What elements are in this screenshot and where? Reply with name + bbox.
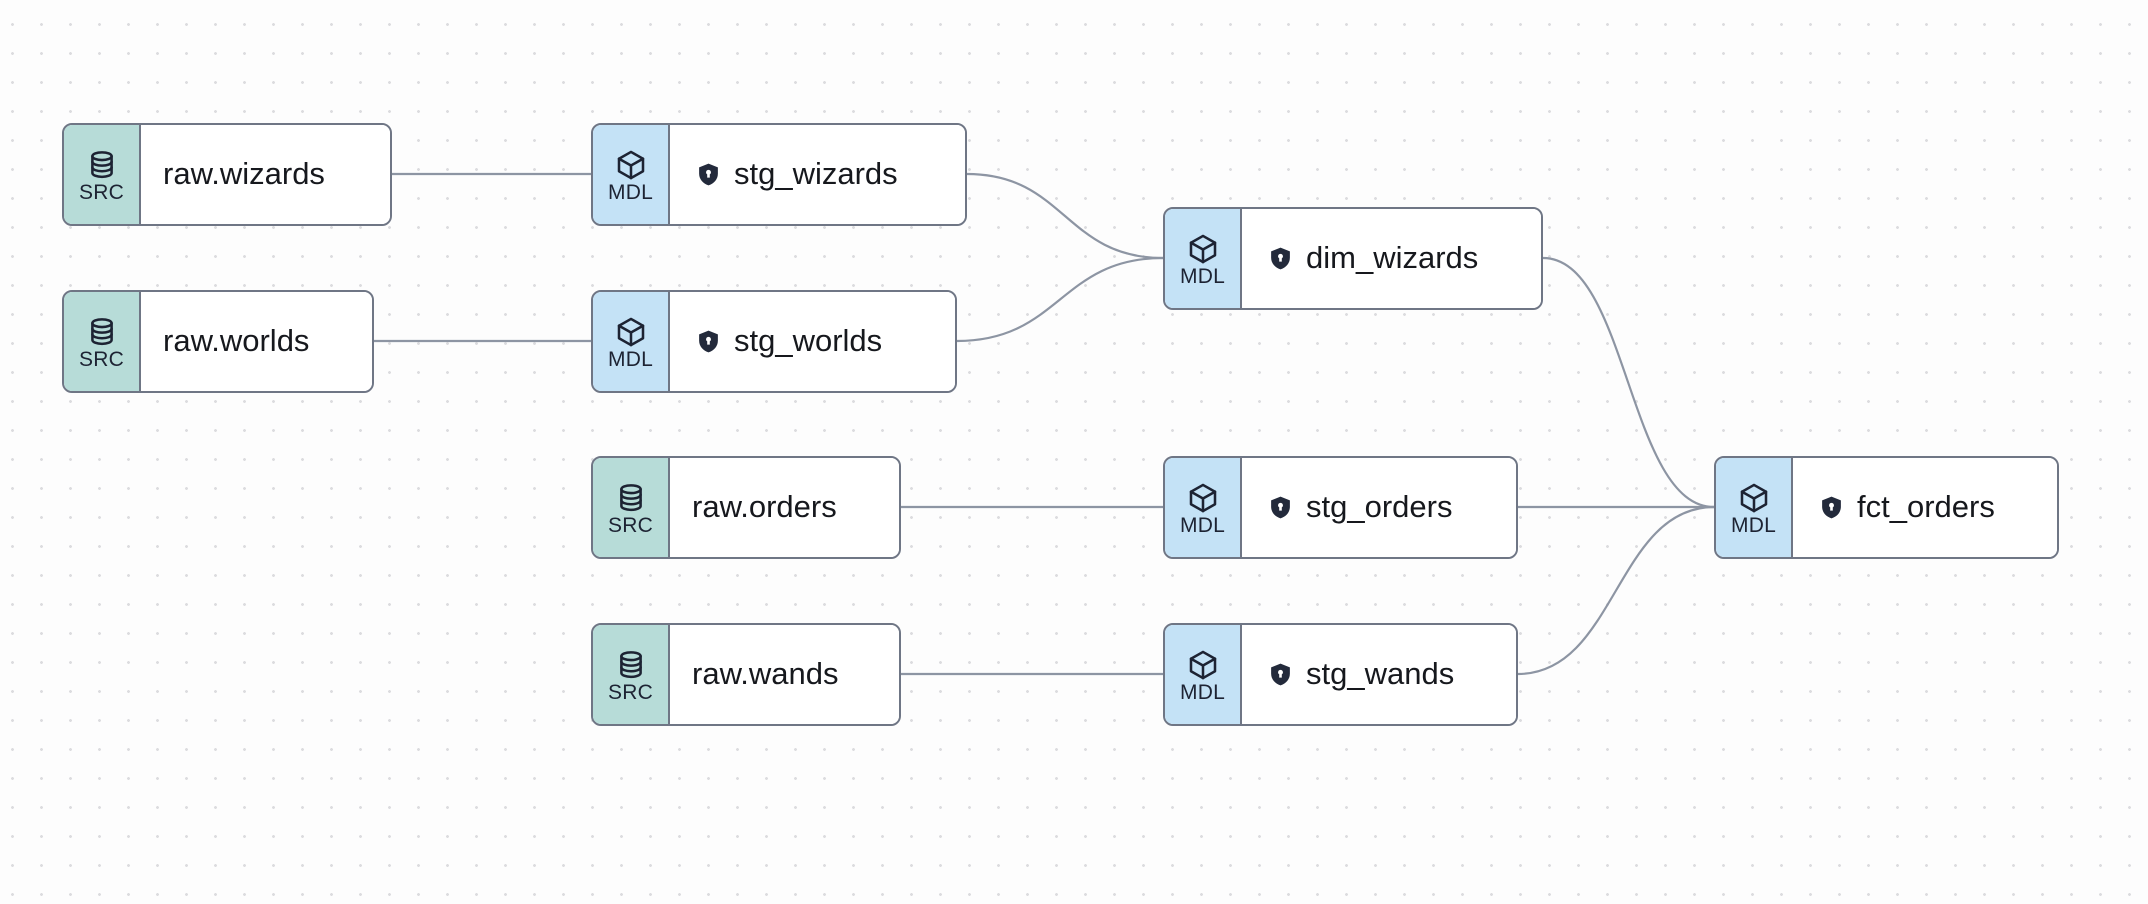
node-label: stg_wands — [1306, 656, 1455, 692]
database-icon — [86, 316, 118, 348]
node-label: raw.worlds — [163, 323, 310, 359]
node-type-label: MDL — [1180, 680, 1225, 704]
node-body-raw-wizards: raw.wizards — [141, 125, 390, 224]
edge-stg-wizards-to-dim-wizards — [965, 172, 1165, 260]
node-body-fct-orders: fct_orders — [1793, 458, 2057, 557]
edge-stg-worlds-to-dim-wizards — [955, 256, 1165, 343]
graph-node-stg-worlds[interactable]: MDL stg_worlds — [591, 290, 957, 393]
node-label: stg_wizards — [734, 156, 898, 192]
node-body-raw-wands: raw.wands — [670, 625, 899, 724]
node-type-badge-stg-wizards: MDL — [593, 125, 670, 224]
node-label: raw.wands — [692, 656, 839, 692]
shield-lock-icon — [696, 162, 721, 187]
cube-icon — [1187, 649, 1219, 681]
graph-node-stg-wands[interactable]: MDL stg_wands — [1163, 623, 1518, 726]
node-label: stg_orders — [1306, 489, 1453, 525]
database-icon — [615, 649, 647, 681]
node-label: stg_worlds — [734, 323, 883, 359]
node-label: dim_wizards — [1306, 240, 1479, 276]
database-icon — [86, 149, 118, 181]
node-type-label: MDL — [1731, 513, 1776, 537]
graph-node-stg-wizards[interactable]: MDL stg_wizards — [591, 123, 967, 226]
edge-stg-wands-to-fct-orders — [1516, 505, 1716, 676]
graph-node-dim-wizards[interactable]: MDL dim_wizards — [1163, 207, 1543, 310]
node-type-badge-stg-wands: MDL — [1165, 625, 1242, 724]
node-type-label: SRC — [608, 513, 653, 537]
node-type-label: MDL — [1180, 513, 1225, 537]
node-type-badge-raw-orders: SRC — [593, 458, 670, 557]
node-type-label: MDL — [608, 180, 653, 204]
shield-lock-icon — [1268, 662, 1293, 687]
cube-icon — [615, 149, 647, 181]
graph-node-raw-wands[interactable]: SRC raw.wands — [591, 623, 901, 726]
shield-lock-icon — [1268, 246, 1293, 271]
node-body-stg-worlds: stg_worlds — [670, 292, 955, 391]
graph-node-raw-worlds[interactable]: SRC raw.worlds — [62, 290, 374, 393]
shield-lock-icon — [1819, 495, 1844, 520]
node-type-label: SRC — [79, 180, 124, 204]
cube-icon — [1187, 482, 1219, 514]
node-label: raw.orders — [692, 489, 837, 525]
node-body-stg-wizards: stg_wizards — [670, 125, 965, 224]
node-body-stg-orders: stg_orders — [1242, 458, 1516, 557]
node-type-label: SRC — [79, 347, 124, 371]
node-type-label: MDL — [608, 347, 653, 371]
database-icon — [615, 482, 647, 514]
graph-node-raw-orders[interactable]: SRC raw.orders — [591, 456, 901, 559]
graph-node-stg-orders[interactable]: MDL stg_orders — [1163, 456, 1518, 559]
node-type-badge-fct-orders: MDL — [1716, 458, 1793, 557]
node-type-badge-raw-wands: SRC — [593, 625, 670, 724]
node-body-dim-wizards: dim_wizards — [1242, 209, 1541, 308]
node-type-badge-raw-worlds: SRC — [64, 292, 141, 391]
cube-icon — [1738, 482, 1770, 514]
node-type-badge-stg-worlds: MDL — [593, 292, 670, 391]
shield-lock-icon — [696, 329, 721, 354]
edge-dim-wizards-to-fct-orders — [1541, 256, 1716, 509]
cube-icon — [1187, 233, 1219, 265]
node-body-raw-orders: raw.orders — [670, 458, 899, 557]
node-type-label: SRC — [608, 680, 653, 704]
node-label: raw.wizards — [163, 156, 325, 192]
node-type-label: MDL — [1180, 264, 1225, 288]
shield-lock-icon — [1268, 495, 1293, 520]
node-body-stg-wands: stg_wands — [1242, 625, 1516, 724]
graph-node-fct-orders[interactable]: MDL fct_orders — [1714, 456, 2059, 559]
node-type-badge-raw-wizards: SRC — [64, 125, 141, 224]
cube-icon — [615, 316, 647, 348]
node-type-badge-dim-wizards: MDL — [1165, 209, 1242, 308]
graph-node-raw-wizards[interactable]: SRC raw.wizards — [62, 123, 392, 226]
node-type-badge-stg-orders: MDL — [1165, 458, 1242, 557]
node-body-raw-worlds: raw.worlds — [141, 292, 372, 391]
node-label: fct_orders — [1857, 489, 1995, 525]
